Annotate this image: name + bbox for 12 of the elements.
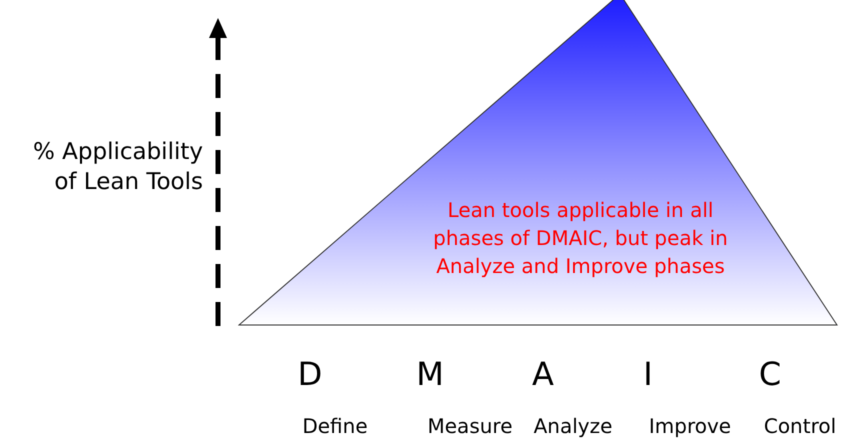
triangle-caption: Lean tools applicable in all phases of DMAIC, but peak in Analyze and Improve phases (432, 197, 729, 280)
phase-letter: M (416, 355, 444, 393)
phase-name: Measure (428, 414, 512, 438)
phase-name: Define (302, 414, 368, 438)
phase-letter: A (532, 355, 554, 393)
phase-name: Control (764, 414, 836, 438)
axis-label: % Applicability of Lean Tools (32, 138, 203, 197)
phase-name: Improve (648, 414, 732, 438)
phase-letter: I (643, 355, 653, 393)
phase-letter: D (298, 355, 322, 393)
phase-letter: C (758, 355, 782, 393)
phase-name: Analyze (534, 414, 612, 438)
